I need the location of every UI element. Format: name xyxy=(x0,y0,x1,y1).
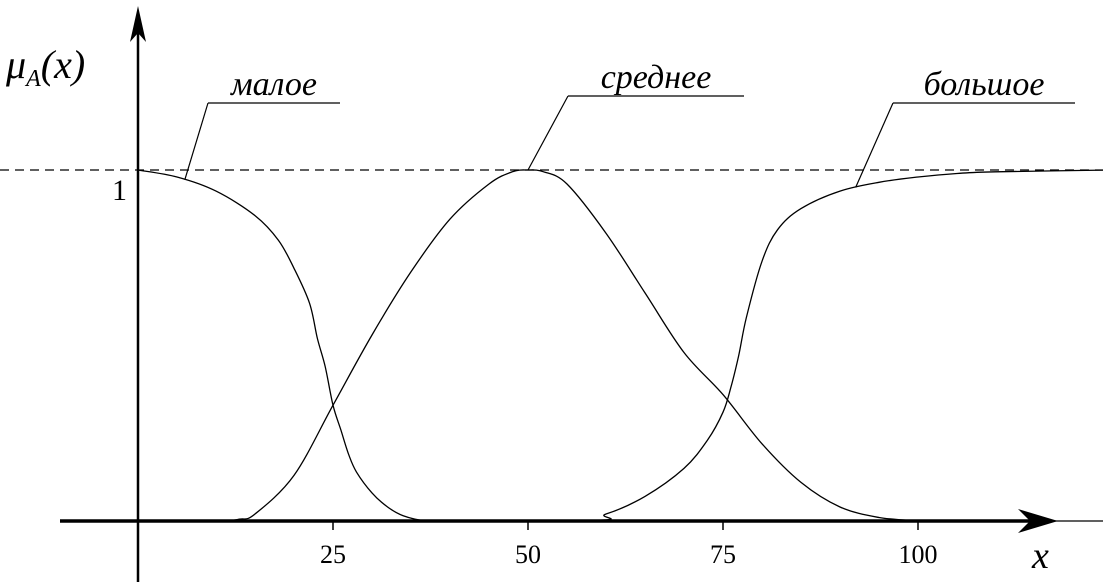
x-tick-label-3: 75 xyxy=(710,540,736,569)
x-tick-label-2: 50 xyxy=(515,540,541,569)
series-layer xyxy=(137,169,1103,523)
series-line-1 xyxy=(137,169,1103,523)
series-line-2 xyxy=(137,169,919,522)
series-label-3: большое xyxy=(924,66,1045,103)
x-tick-label-1: 25 xyxy=(320,540,346,569)
y-axis-label: μA(x) xyxy=(5,42,85,92)
x-axis-label: x xyxy=(1031,535,1049,577)
x-axis-arrow xyxy=(1018,509,1058,533)
annotation-leader-1 xyxy=(184,102,209,181)
tick-layer: 25 50 75 100 1 xyxy=(112,174,938,569)
annotation-leader-2 xyxy=(527,95,569,171)
series-line-3 xyxy=(137,169,1103,523)
annotation-leader-3 xyxy=(855,102,894,188)
series-label-2: среднее xyxy=(601,59,712,96)
axis-layer xyxy=(60,6,1058,582)
annotation-layer: малое среднее большое xyxy=(184,59,1075,188)
series-label-1: малое xyxy=(230,66,317,103)
x-tick-label-4: 100 xyxy=(899,540,938,569)
y-axis-arrow xyxy=(130,6,146,42)
y-tick-label-1: 1 xyxy=(112,174,127,207)
